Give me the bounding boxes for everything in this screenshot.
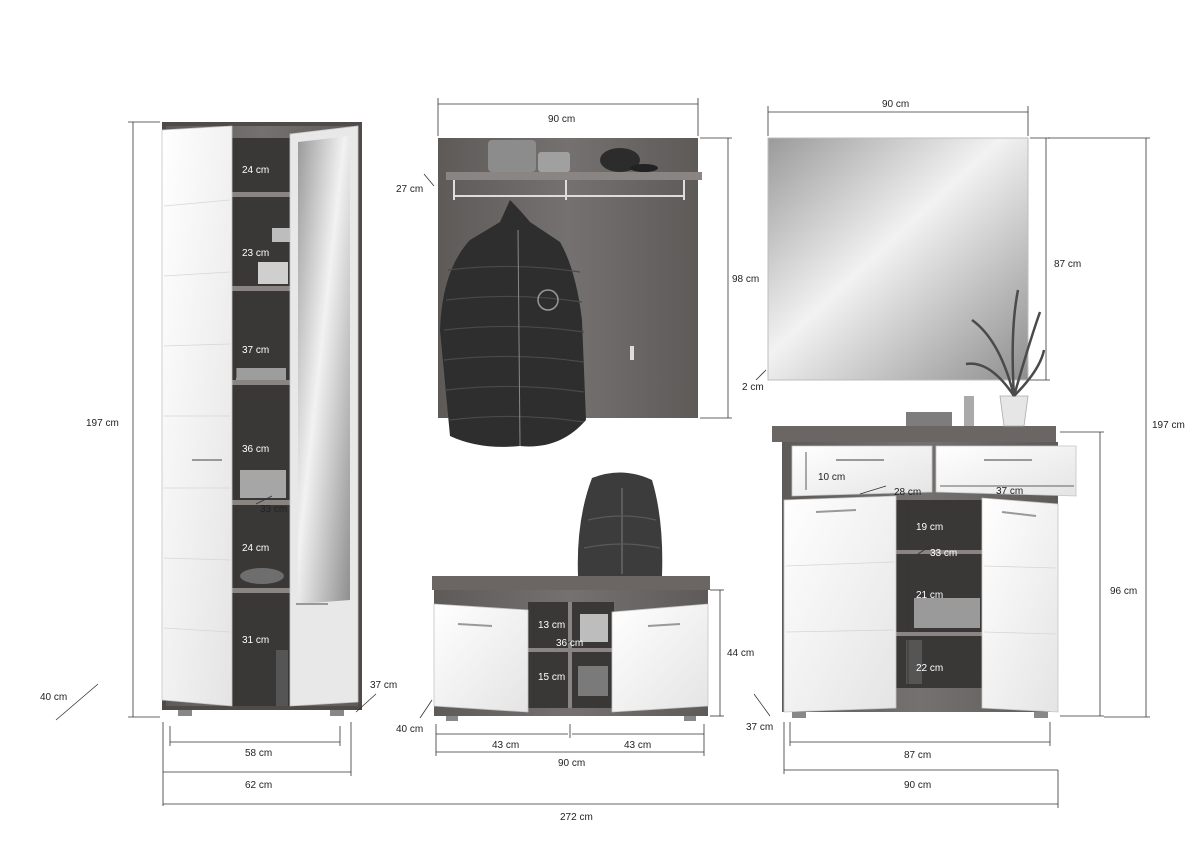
dimension-labels: 197 cm 40 cm 37 cm 24 cm 23 cm 37 cm 36 … xyxy=(40,99,1185,823)
label-wardrobe-inner-depth: 37 cm xyxy=(370,680,397,691)
label-wardrobe-depth: 40 cm xyxy=(40,692,67,703)
label-mirror-width: 90 cm xyxy=(882,99,909,110)
label-sideboard-compartment-1: 19 cm xyxy=(916,522,943,533)
hatbox-icon xyxy=(488,140,570,172)
label-coat-panel-height: 98 cm xyxy=(732,274,759,285)
label-mirror-height: 87 cm xyxy=(1054,259,1081,270)
bench xyxy=(432,472,710,721)
label-sideboard-shelf-depth: 33 cm xyxy=(930,548,957,559)
label-mirror-depth: 2 cm xyxy=(742,382,764,393)
label-coat-panel-width: 90 cm xyxy=(548,114,575,125)
plant-icon xyxy=(965,289,1046,427)
wardrobe xyxy=(161,122,362,716)
label-bench-right-width: 43 cm xyxy=(624,740,651,751)
label-bench-height: 44 cm xyxy=(727,648,754,659)
label-sideboard-depth: 37 cm xyxy=(746,722,773,733)
label-bench-total-width: 90 cm xyxy=(558,758,585,769)
label-sideboard-compartment-3: 22 cm xyxy=(916,663,943,674)
label-coat-panel-shelf-depth: 27 cm xyxy=(396,184,423,195)
label-sideboard-drawer-width: 37 cm xyxy=(996,486,1023,497)
sideboard xyxy=(772,289,1077,718)
label-wardrobe-height: 197 cm xyxy=(86,418,119,429)
dimension-lines xyxy=(55,98,1150,808)
mirror xyxy=(767,137,1029,381)
label-sideboard-drawer-height: 10 cm xyxy=(818,472,845,483)
cap-icon xyxy=(600,148,658,172)
label-wardrobe-outer-width: 62 cm xyxy=(245,780,272,791)
coat-icon xyxy=(440,200,586,447)
label-wardrobe-shelf-2: 23 cm xyxy=(242,248,269,259)
label-bench-depth: 40 cm xyxy=(396,724,423,735)
label-sideboard-total-height: 197 cm xyxy=(1152,420,1185,431)
label-bench-left-width: 43 cm xyxy=(492,740,519,751)
label-wardrobe-shelf-5: 24 cm xyxy=(242,543,269,554)
label-sideboard-height: 96 cm xyxy=(1110,586,1137,597)
label-sideboard-inner-width: 87 cm xyxy=(904,750,931,761)
label-wardrobe-shelf-4: 36 cm xyxy=(242,444,269,455)
label-bench-inner-depth: 36 cm xyxy=(556,638,583,649)
coat-panel xyxy=(438,138,702,447)
label-sideboard-drawer-depth: 28 cm xyxy=(894,487,921,498)
label-wardrobe-shelf-6: 31 cm xyxy=(242,635,269,646)
label-total-width: 272 cm xyxy=(560,812,593,823)
label-wardrobe-inner-width: 58 cm xyxy=(245,748,272,759)
label-wardrobe-shelf-depth: 33 cm xyxy=(260,504,287,515)
label-bench-compartment-top: 13 cm xyxy=(538,620,565,631)
label-wardrobe-shelf-3: 37 cm xyxy=(242,345,269,356)
label-bench-compartment-bottom: 15 cm xyxy=(538,672,565,683)
backpack-icon xyxy=(577,472,663,576)
label-sideboard-outer-width: 90 cm xyxy=(904,780,931,791)
label-sideboard-compartment-2: 21 cm xyxy=(916,590,943,601)
label-wardrobe-shelf-1: 24 cm xyxy=(242,165,269,176)
